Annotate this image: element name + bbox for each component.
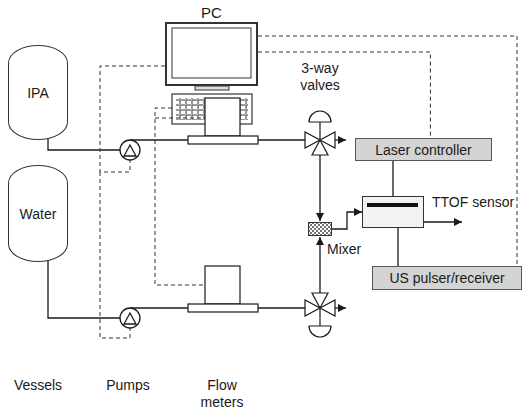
- pulser-receiver-box: US pulser/receiver: [372, 266, 522, 290]
- outlet-arrow: [335, 307, 346, 308]
- outlet-arrow: [335, 139, 346, 140]
- pc-monitor: PC: [165, 22, 258, 86]
- valve-actuator: [309, 111, 331, 122]
- pipes: [48, 139, 462, 318]
- signal-line: [258, 52, 430, 138]
- sensor-box: TTOF sensor: [362, 196, 424, 228]
- node-text: Mixer: [327, 241, 361, 258]
- node-text: US pulser/receiver: [389, 270, 504, 287]
- flow-meter-symbol: [205, 98, 240, 136]
- valve-symbol: [312, 140, 328, 155]
- valve-symbol: [312, 293, 328, 308]
- mixer-hatching: [309, 223, 331, 235]
- connector-line: [332, 212, 362, 229]
- component-label: Vessels: [8, 377, 68, 394]
- mixer-symbol: Mixer: [308, 222, 332, 236]
- flow-meter-symbol: [188, 304, 258, 312]
- pipe: [319, 155, 320, 221]
- pipe: [48, 261, 120, 318]
- signal-lines: [100, 66, 205, 338]
- pipe: [48, 139, 120, 150]
- signal-line: [155, 108, 205, 285]
- sensor-element: [363, 197, 423, 227]
- component-label: Flow meters: [192, 377, 252, 411]
- flow-meters: [188, 98, 258, 312]
- pump-symbol: [120, 140, 140, 160]
- sensor-plate: [367, 203, 418, 207]
- pump-symbol: [120, 308, 140, 328]
- valve-actuator: [309, 326, 331, 337]
- valve-stem: [319, 122, 320, 140]
- flow-meter-symbol: [205, 266, 240, 304]
- component-label: 3-way valves: [285, 60, 355, 94]
- node-text: Laser controller: [375, 141, 472, 158]
- valve-stem: [319, 308, 320, 326]
- component-label: Pumps: [98, 377, 158, 394]
- vessel: Water: [8, 165, 68, 262]
- pump-symbol: [124, 313, 136, 324]
- pipe: [258, 139, 305, 140]
- pc-monitor: [172, 28, 251, 90]
- node-text: Water: [20, 205, 57, 222]
- monitor-stand: [195, 86, 229, 90]
- vessel: IPA: [8, 45, 68, 140]
- signal-line: [258, 36, 517, 266]
- node-text: PC: [201, 4, 222, 22]
- outlet-arrow: [424, 221, 462, 222]
- pipe: [130, 139, 188, 140]
- pump-symbol: [124, 145, 136, 156]
- connector-line: [397, 228, 398, 266]
- pipe: [258, 307, 305, 308]
- hatching: [309, 223, 331, 235]
- pipe: [130, 307, 188, 308]
- flow-meter-symbol: [188, 136, 258, 144]
- signal-line: [155, 118, 205, 119]
- monitor-screen: [172, 28, 251, 78]
- signal-line: [100, 172, 130, 338]
- pipe: [319, 237, 320, 293]
- node-text: TTOF sensor: [431, 194, 515, 211]
- connector-line: [392, 161, 393, 196]
- controller-box: Laser controller: [355, 138, 492, 161]
- three-way-valves: [305, 111, 335, 337]
- node-text: IPA: [27, 84, 49, 101]
